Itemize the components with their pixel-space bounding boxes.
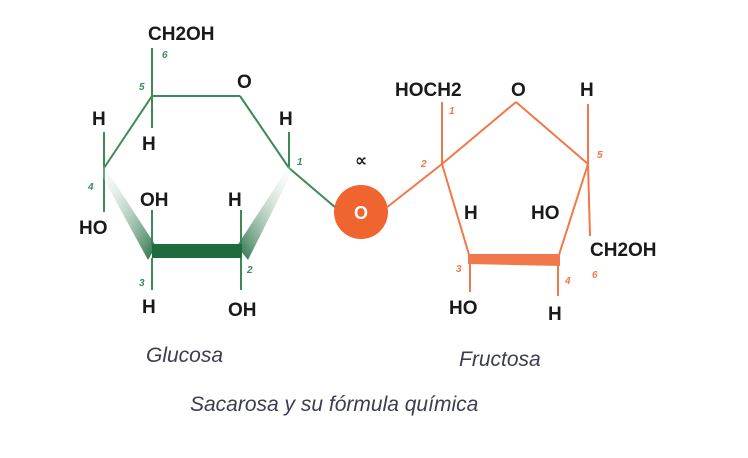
fructose-bond-c2-c3 <box>441 163 471 259</box>
glucose-wedge-c1-c2 <box>237 166 292 260</box>
fructose-ring-oxygen-label: O <box>511 80 526 101</box>
fructose-carbon-number: 2 <box>420 159 427 170</box>
bridge-oxygen-label: O <box>354 203 368 223</box>
glucose-carbon-number: 2 <box>246 265 253 276</box>
glucose-ch2oh-label: CH2OH <box>148 24 215 45</box>
fructose-ho-c3-down-label: HO <box>449 298 478 319</box>
fructose-carbon-number: 1 <box>449 106 455 117</box>
fructose-h-c3-label: H <box>464 203 478 224</box>
fructose-hoch2-label: HOCH2 <box>395 80 462 101</box>
glucose-carbon-number: 3 <box>139 278 145 289</box>
fructose-bond-c2-o <box>441 101 517 165</box>
fructose-ho-c4-label: HO <box>531 203 560 224</box>
fructose-bond-c3-c4 <box>468 254 560 266</box>
bridge-oxygen-circle <box>334 185 388 239</box>
glucose-carbon-number: 6 <box>162 50 168 61</box>
glucose-ho-c4-label: HO <box>79 218 108 239</box>
glucose-h-c1-label: H <box>279 109 293 130</box>
fructose-carbon-number: 4 <box>564 276 571 287</box>
fructose-h-c5-label: H <box>580 80 594 101</box>
glucose-h-c5-down-label: H <box>142 134 156 155</box>
glucose-ring-oxygen-label: O <box>237 72 252 93</box>
glucose-caption: Glucosa <box>146 344 223 367</box>
diagram-caption: Sacarosa y su fórmula química <box>190 393 478 416</box>
fructose-carbon-number: 6 <box>592 270 598 281</box>
fructose-bond-c5-c4 <box>557 163 589 259</box>
glucose-bond-c5-c4 <box>103 95 153 169</box>
fructose-h-c4-down-label: H <box>548 304 562 325</box>
fructose-bond-obridge-c2 <box>385 163 443 209</box>
glucose-h-c5-left-label: H <box>92 109 106 130</box>
glucose-wedge-c4-c3 <box>100 166 156 260</box>
glucose-oh-c2-label: OH <box>228 300 257 321</box>
glucose-oh-c3-label: OH <box>140 190 169 211</box>
fructose-carbon-number: 5 <box>597 150 603 161</box>
alpha-symbol: ∝ <box>355 151 367 171</box>
glucose-bond-c3-c2 <box>152 244 242 258</box>
glucose-carbon-number: 4 <box>87 182 94 193</box>
fructose-ring <box>385 101 591 296</box>
fructose-bond-c5-ch2oh <box>587 163 591 237</box>
fructose-caption: Fructosa <box>459 348 541 371</box>
glucose-bond-o-c1 <box>239 95 290 169</box>
glucose-bond-c1-obridge <box>288 167 337 209</box>
fructose-ch2oh-label: CH2OH <box>590 240 657 261</box>
glucose-h-c3-down-label: H <box>142 297 156 318</box>
glucose-wedge-bonds <box>100 166 292 260</box>
glucose-h-c2-up-label: H <box>228 190 242 211</box>
fructose-carbon-number: 3 <box>456 264 462 275</box>
glucose-carbon-number: 1 <box>297 157 303 168</box>
fructose-bond-o-c5 <box>515 101 589 165</box>
glucose-carbon-number: 5 <box>139 82 145 93</box>
